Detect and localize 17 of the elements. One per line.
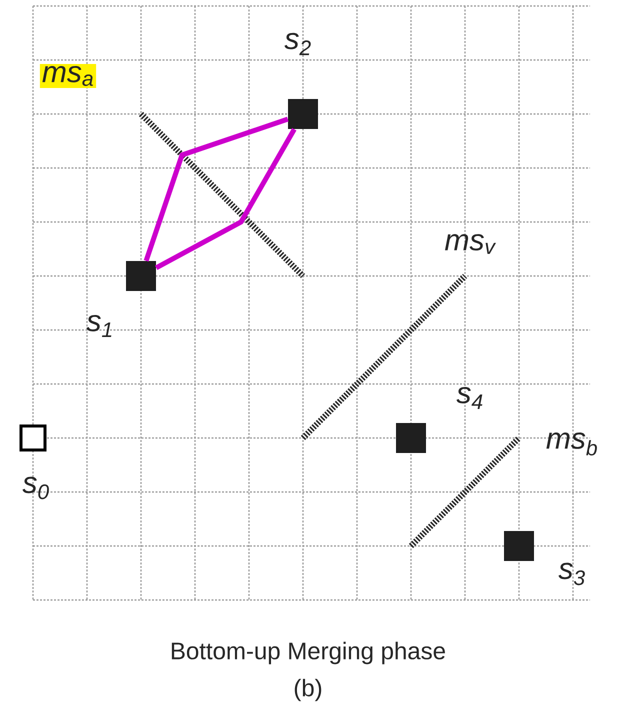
panel-label: (b) bbox=[294, 678, 322, 702]
sink-label: s$_{3}$ bbox=[558, 562, 585, 586]
sink-label: s$_{2}$ bbox=[284, 32, 311, 56]
segment-label: ms$_{v}$ bbox=[445, 234, 496, 254]
sink-square bbox=[126, 261, 156, 291]
sink-label: s$_{0}$ bbox=[22, 476, 49, 500]
sink-square bbox=[504, 531, 534, 561]
highlighted-label: ms$_{a}$ bbox=[40, 64, 96, 88]
sink-square bbox=[396, 423, 426, 453]
routing-path bbox=[155, 128, 296, 270]
sink-label: s$_{1}$ bbox=[86, 315, 112, 337]
caption: Bottom-up Merging phase bbox=[172, 642, 445, 664]
sink-square bbox=[288, 99, 318, 129]
sink-label: s$_{4}$ bbox=[456, 387, 482, 409]
segment-label: ms$_{b}$ bbox=[546, 432, 597, 456]
routing-path bbox=[144, 116, 289, 262]
sink-square bbox=[20, 424, 46, 452]
